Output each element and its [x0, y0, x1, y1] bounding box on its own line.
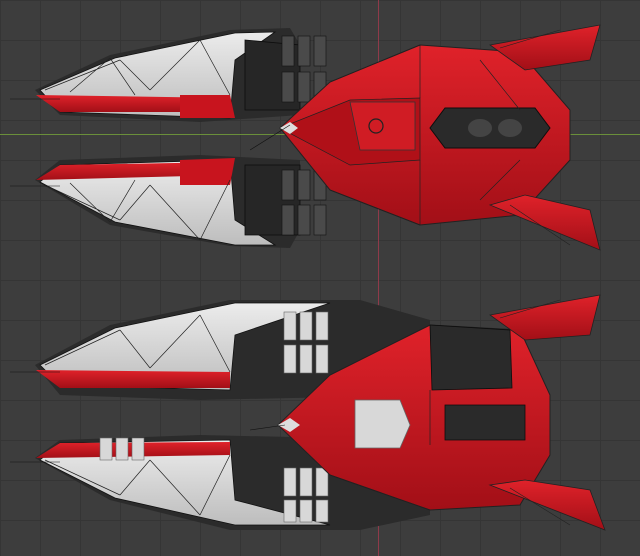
ship-top-view[interactable]: [35, 24, 601, 251]
bottom-rear-fins: [488, 294, 606, 531]
rear-fins: [488, 24, 601, 251]
ship-bottom-view[interactable]: [35, 294, 606, 531]
main-body: [279, 44, 571, 226]
y-axis-line: [378, 0, 379, 556]
wireframe-overlay: [10, 98, 291, 463]
upper-pontoon: [35, 28, 327, 122]
bottom-main-body: [277, 324, 551, 511]
target-marker-icon: [368, 118, 384, 134]
lower-pontoon: [35, 155, 327, 248]
